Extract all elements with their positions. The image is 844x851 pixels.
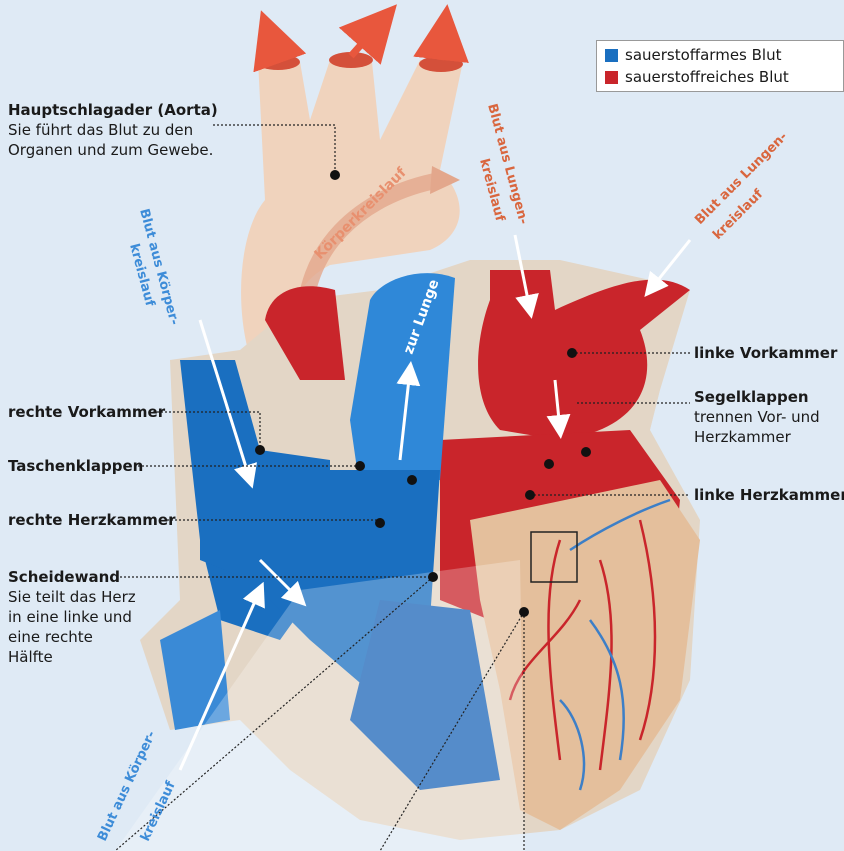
aorta-desc-1: Sie führt das Blut zu den bbox=[8, 121, 193, 139]
aorta-title: Hauptschlagader (Aorta) bbox=[8, 101, 218, 119]
septum-annotation: Scheidewand Sie teilt das Herz in eine l… bbox=[8, 567, 136, 667]
sail-valves-annotation: Segelklappen trennen Vor- und Herzkammer bbox=[694, 387, 820, 447]
left-atrium-label: linke Vorkammer bbox=[694, 344, 837, 362]
pocket-valves-annotation: Taschenklappen bbox=[8, 456, 143, 476]
septum-desc-3: eine rechte bbox=[8, 628, 93, 646]
right-ventricle-annotation: rechte Herzkammer bbox=[8, 510, 176, 530]
left-atrium-annotation: linke Vorkammer bbox=[694, 343, 837, 363]
legend-label-deoxygenated: sauerstoffarmes Blut bbox=[625, 44, 781, 66]
septum-title: Scheidewand bbox=[8, 568, 120, 586]
legend-swatch-red bbox=[605, 71, 618, 84]
legend-item-deoxygenated: sauerstoffarmes Blut bbox=[605, 44, 835, 66]
legend-item-oxygenated: sauerstoffreiches Blut bbox=[605, 66, 835, 88]
legend-swatch-blue bbox=[605, 49, 618, 62]
sail-valves-desc-2: Herzkammer bbox=[694, 428, 791, 446]
legend: sauerstoffarmes Blut sauerstoffreiches B… bbox=[596, 40, 844, 92]
right-ventricle-label: rechte Herzkammer bbox=[8, 511, 176, 529]
left-ventricle-label: linke Herzkammer bbox=[694, 486, 844, 504]
arrow-up-3 bbox=[441, 25, 445, 60]
left-ventricle-annotation: linke Herzkammer bbox=[694, 485, 844, 505]
arrow-up-2 bbox=[351, 20, 383, 56]
aorta-desc-2: Organen und zum Gewebe. bbox=[8, 141, 213, 159]
septum-desc-2: in eine linke und bbox=[8, 608, 132, 626]
right-atrium-annotation: rechte Vorkammer bbox=[8, 402, 165, 422]
septum-desc-4: Hälfte bbox=[8, 648, 53, 666]
pocket-valves-label: Taschenklappen bbox=[8, 457, 143, 475]
sail-valves-desc-1: trennen Vor- und bbox=[694, 408, 820, 426]
sail-valves-title: Segelklappen bbox=[694, 388, 809, 406]
legend-label-oxygenated: sauerstoffreiches Blut bbox=[625, 66, 789, 88]
aorta-annotation: Hauptschlagader (Aorta) Sie führt das Bl… bbox=[8, 100, 218, 160]
arrow-up-1 bbox=[268, 30, 278, 58]
right-atrium-label: rechte Vorkammer bbox=[8, 403, 165, 421]
septum-desc-1: Sie teilt das Herz bbox=[8, 588, 136, 606]
